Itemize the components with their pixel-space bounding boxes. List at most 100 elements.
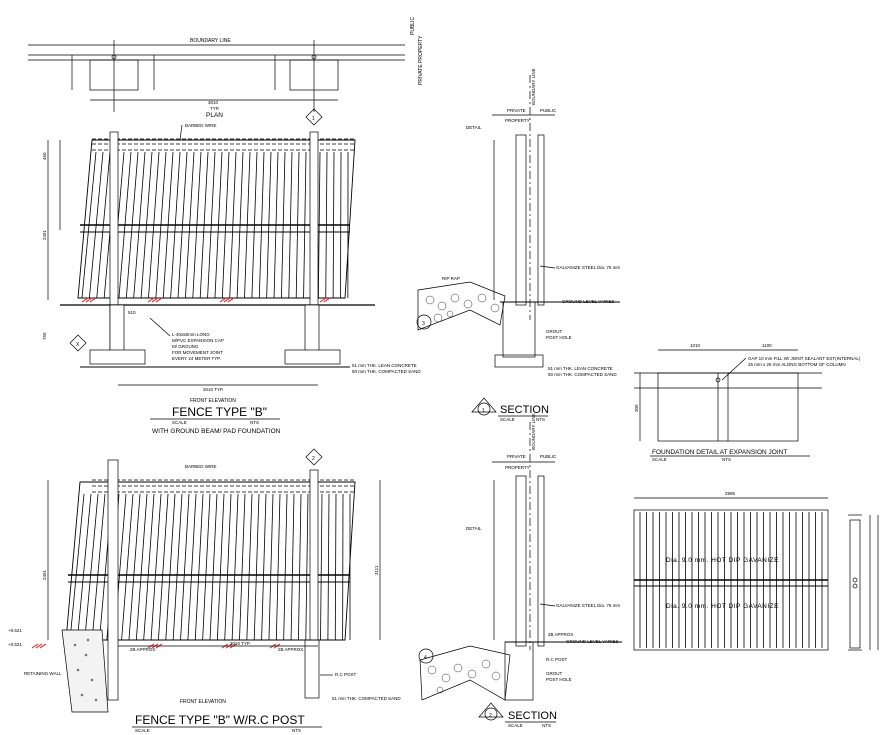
marker-x: X — [76, 342, 80, 348]
retaining-wall-texture — [73, 638, 98, 702]
section1-title: SECTION — [500, 404, 549, 416]
expansion-note-4: FOR MOVEMENT JOINT — [172, 350, 223, 355]
riprap-texture-1 — [425, 293, 500, 323]
mesh-bar — [172, 493, 183, 641]
section2-title: SECTION — [508, 710, 557, 722]
mesh-bar — [320, 493, 323, 641]
section2-marker: 4 — [424, 655, 427, 661]
joint-nts: NTS — [722, 457, 731, 462]
scale-b: SCALE — [172, 420, 187, 425]
dim-1010: 1010 — [690, 343, 701, 348]
panel-dim-top: 2995 — [725, 491, 736, 496]
barbed-wire-label-rc: BARBED WIRE — [185, 464, 217, 469]
fence-b-title: FENCE TYPE "B" — [172, 405, 267, 419]
section-1: BOUNDARY LINE PRIVATE PUBLIC PROPERTY DE… — [416, 68, 620, 422]
dim-300: 300 — [634, 404, 639, 412]
section2-ground: GROUND LEVEL VARIES — [566, 639, 619, 644]
mesh-bar — [290, 493, 295, 641]
fence-b-subtitle: WITH GROUND BEAM/ PAD FOUNDATION — [152, 428, 281, 435]
mesh-bar — [327, 493, 330, 641]
section2-galvanize: GALVANIZE STEEL Dia. 75 mm — [556, 603, 620, 608]
compacted-sand-b: 50 mm THK. COMPACTED SAND — [352, 369, 421, 374]
expansion-note-2: M/PVC EXPANSION CAP — [172, 338, 224, 343]
section1-grout: GROUT — [546, 329, 563, 334]
mesh-bar — [305, 493, 309, 641]
front-elevation-b: FRONT ELEVATION — [190, 398, 236, 404]
dim-2491-b: 2491 — [42, 229, 47, 240]
mesh-bar — [246, 493, 253, 641]
mesh-bar — [76, 493, 92, 641]
section1-posthole: POST HOLE — [546, 335, 572, 340]
expansion-note-5: EVERY 24 METER TYP. — [172, 356, 221, 361]
dim-510-b: 510 — [128, 310, 136, 315]
mesh-bar — [150, 493, 162, 641]
lean-concrete-b: 51 mm THK. LEAN CONCRETE — [352, 363, 417, 368]
front-elevation-rc: FRONT ELEVATION — [180, 699, 226, 705]
section1-public: PUBLIC — [540, 108, 557, 113]
mesh-bar — [69, 493, 85, 641]
level-2: +0.521 — [8, 642, 22, 647]
mesh-bar — [121, 493, 134, 641]
fence-rc-elevation: 2 BARBED WIRE 2491 3111 +0.521 +0.521 RE… — [8, 448, 401, 733]
section1-marker: 3 — [422, 321, 425, 327]
mesh-bar — [84, 493, 99, 641]
mesh-bar — [158, 493, 169, 641]
mesh-bar — [334, 493, 337, 641]
approx-right: 2B APPROX. — [278, 647, 305, 652]
mesh-bar — [231, 493, 239, 641]
nts-rc: NTS — [292, 728, 301, 733]
section1-property: PROPERTY — [505, 118, 530, 123]
mesh-bar — [135, 493, 148, 641]
section1-private: PRIVATE — [507, 108, 526, 113]
mesh-bar — [298, 493, 302, 641]
plan-title: PLAN — [206, 112, 223, 119]
section1-riprap: RIP RAP — [442, 276, 460, 281]
mesh-bar — [239, 493, 246, 641]
section2-property: PROPERTY — [505, 465, 530, 470]
mesh-bar — [91, 493, 106, 641]
mesh-bar — [209, 493, 218, 641]
section1-boundary: BOUNDARY LINE — [531, 68, 536, 105]
plan-boundary-line: BOUNDARY LINE — [190, 38, 231, 44]
section2-grout: GROUT — [546, 671, 563, 676]
section1-number: 1 — [482, 408, 485, 414]
mesh-bar — [194, 493, 204, 641]
joint-note-2: 25 mm x 25 mm ALONG BOTTOM OF COLUMN — [748, 362, 846, 367]
level-1: +0.521 — [8, 628, 22, 633]
approx-left: 2B APPROX. — [130, 647, 157, 652]
section2-nts: NTS — [542, 723, 551, 728]
section2-private: PRIVATE — [507, 454, 526, 459]
barbed-wire-label-b: BARBED WIRE — [185, 123, 217, 128]
section1-galvanize: GALVANIZE STEEL Dia. 75 mm — [556, 265, 620, 270]
expansion-note-1: L-40x50mm LONG — [172, 332, 210, 337]
riprap-texture-2 — [427, 659, 501, 694]
mesh-bar — [143, 493, 155, 641]
mesh-bar — [202, 493, 211, 641]
fence-b-elevation: 1 BARBED WIRE 2491 450 750 — [42, 108, 421, 435]
nts-b: NTS — [250, 420, 259, 425]
section2-number: 2 — [489, 713, 492, 719]
section2-detail: DETAIL — [466, 526, 482, 531]
section1-ground: GROUND LEVEL VARIES — [562, 299, 615, 304]
panel-detail: 2995 Dia. 9.0 mm. HOT DIP GAVANIZE Dia. … — [633, 491, 879, 651]
mesh-bar — [253, 493, 260, 641]
dim-2491-rc: 2491 — [42, 569, 47, 580]
scale-rc: SCALE — [135, 728, 150, 733]
compacted-sand-rc: 51 mm THK. COMPACTED SAND — [332, 696, 401, 701]
rc-post-label: R.C POST — [335, 672, 357, 677]
expansion-joint-detail: 1010 1100 300 GAP 10 mm FILL W/ JOINT SE… — [634, 343, 861, 462]
panel-label-lower: Dia. 9.0 mm. HOT DIP GAVANIZE — [666, 603, 779, 610]
mesh-bar — [283, 493, 288, 641]
mesh-bar — [180, 493, 190, 641]
mesh-bar — [268, 493, 274, 641]
dim-1100: 1100 — [762, 343, 772, 348]
marker-1: 1 — [312, 116, 315, 122]
section-2: BOUNDARY LINE PRIVATE PUBLIC PROPERTY DE… — [418, 413, 622, 728]
section2-public: PUBLIC — [540, 454, 557, 459]
section2-scale: SCALE — [508, 723, 523, 728]
plan-public-label: PUBLIC — [410, 17, 416, 35]
mesh-bar — [216, 493, 225, 641]
retaining-wall-label: RETAINING WALL — [24, 671, 62, 676]
section1-detail: DETAIL — [466, 125, 482, 130]
